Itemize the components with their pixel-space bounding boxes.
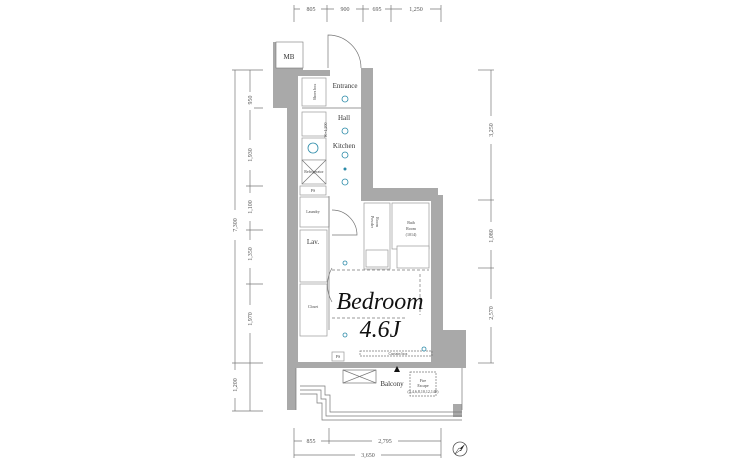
label-mb: MB — [284, 53, 295, 61]
label-bath-room-size: (1014) — [406, 232, 417, 237]
label-kitchen-width: W=1,200 — [323, 122, 329, 137]
label-bedroom: Bedroom — [336, 289, 423, 315]
dim-left-6: 1,200 — [233, 378, 239, 392]
bottom-dimensions: 855 2,795 3,650 — [293, 428, 442, 459]
dim-bottom-2: 2,795 — [378, 439, 392, 445]
mb-box — [275, 41, 304, 69]
compass-icon — [452, 441, 468, 457]
label-fire-escape-2: Escape — [417, 383, 429, 388]
dim-bottom-1: 855 — [307, 439, 316, 445]
label-bedroom-size: 4.6J — [360, 317, 402, 343]
dim-right-3: 2,570 — [489, 306, 495, 320]
label-curtain-box: Curtain box — [389, 351, 408, 356]
dim-top-3: 695 — [373, 7, 382, 13]
walls — [273, 42, 466, 417]
top-dimensions: 805 900 695 1,250 — [293, 5, 442, 22]
label-fire-escape-1: Fire — [420, 378, 427, 383]
dim-right-2: 1,080 — [489, 229, 495, 243]
dim-left-4: 1,350 — [248, 247, 254, 261]
dim-left-total: 7,300 — [233, 218, 239, 232]
balcony — [295, 368, 463, 421]
right-dimensions: 3,250 1,080 2,570 — [478, 69, 495, 364]
label-lav: Lav. — [307, 238, 319, 246]
dim-left-3: 1,100 — [248, 200, 254, 214]
label-refrigerator: Refrigerator — [304, 169, 324, 174]
label-bath-room-1: Bath — [407, 220, 415, 225]
dim-top-2: 900 — [341, 7, 350, 13]
label-ps-upper: PS — [311, 188, 315, 193]
left-dimensions: 7,300 950 1,930 1,100 1,350 1,970 1,200 — [231, 69, 263, 412]
label-bath-room-2: Room — [406, 226, 417, 231]
label-hall: Hall — [338, 114, 350, 122]
label-closet: Closet — [308, 304, 319, 309]
fixture-icons — [307, 95, 427, 352]
label-balcony: Balcony — [380, 380, 404, 388]
label-laundry: Laundry — [306, 209, 320, 214]
entrance-door — [327, 34, 362, 69]
label-ps-lower: PS — [336, 354, 340, 359]
dim-left-5: 1,970 — [248, 312, 254, 326]
interior-partitions — [299, 77, 433, 362]
dim-right-1: 3,250 — [489, 123, 495, 137]
label-shoes-box: Shoes box — [312, 84, 317, 101]
label-powder-room-1: Powder — [370, 216, 375, 229]
dim-top-4: 1,250 — [409, 7, 423, 13]
window-marker-icon — [394, 366, 400, 372]
label-fire-escape-floors: (3,4,6,8,10,12,14F) — [408, 389, 440, 395]
label-kitchen: Kitchen — [333, 142, 356, 150]
dim-left-2: 1,930 — [248, 148, 254, 162]
label-entrance: Entrance — [333, 82, 358, 90]
dim-top-1: 805 — [307, 7, 316, 13]
dim-left-1: 950 — [248, 96, 254, 105]
dim-bottom-total: 3,650 — [361, 453, 375, 459]
label-powder-room-2: Room — [375, 217, 380, 228]
